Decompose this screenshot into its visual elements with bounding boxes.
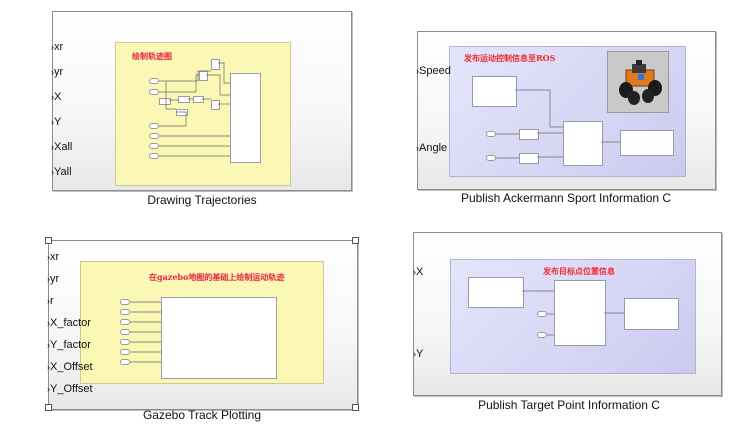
drawing-port-yr[interactable]: ›yr [51, 66, 64, 78]
drawing-inport-3 [149, 123, 159, 129]
drawing-inport-6 [149, 153, 159, 159]
drawing-small-box-7 [176, 109, 188, 116]
gazebo-port-yr[interactable]: ›yr [47, 273, 60, 285]
drawing-small-box-3 [159, 98, 171, 105]
gazebo-inner-title: 在gazebo地图的基础上绘制运动轨迹 [149, 272, 285, 282]
drawing-caption: Drawing Trajectories [147, 193, 257, 207]
drawing-small-box-5 [193, 96, 204, 103]
gazebo-port-y-factor[interactable]: ›Y_factor [47, 339, 91, 351]
target-inport-2 [537, 332, 547, 338]
port-arrow-icon: › [413, 349, 416, 359]
port-arrow-icon: › [416, 66, 419, 76]
port-arrow-icon: › [47, 252, 50, 262]
ackermann-gain-2 [519, 153, 539, 164]
gazebo-caption: Gazebo Track Plotting [142, 408, 262, 422]
drawing-wires [159, 62, 230, 157]
target-port-y[interactable]: ›Y [413, 348, 424, 360]
block-gazebo-track-plotting[interactable]: 在gazebo地图的基础上绘制运动轨迹 [48, 240, 358, 410]
target-port-x[interactable]: ›X [413, 266, 424, 278]
drawing-port-xr[interactable]: ›xr [51, 41, 64, 53]
port-arrow-icon: › [416, 143, 419, 153]
drawing-port-y[interactable]: ›Y [51, 116, 62, 128]
selection-handle-bl[interactable] [45, 404, 52, 411]
port-arrow-icon: › [51, 142, 54, 152]
drawing-small-box-6 [211, 100, 220, 110]
gazebo-port-x-factor[interactable]: ›X_factor [47, 317, 91, 329]
ackermann-inport-2 [486, 155, 496, 161]
ackermann-annotation-area: 发布运动控制信息至ROS [449, 46, 686, 177]
target-inner-title: 发布目标点位置信息 [543, 266, 615, 276]
selection-handle-tr[interactable] [352, 237, 359, 244]
port-arrow-icon: › [47, 318, 50, 328]
port-arrow-icon: › [47, 362, 50, 372]
drawing-port-yall[interactable]: ›Yall [51, 166, 72, 178]
drawing-inport-2 [149, 89, 159, 95]
ackermann-box-center [563, 121, 603, 166]
drawing-inport-5 [149, 143, 159, 149]
gazebo-main-box [161, 297, 277, 379]
port-arrow-icon: › [413, 267, 416, 277]
drawing-inner-title: 绘制轨迹图 [132, 51, 172, 61]
gazebo-inport-7 [120, 359, 130, 365]
block-publish-ackermann[interactable]: 发布运动控制信息至ROS [417, 31, 716, 190]
drawing-port-xall[interactable]: ›Xall [51, 141, 73, 153]
target-caption: Publish Target Point Information C [478, 398, 660, 412]
gazebo-port-y-offset[interactable]: ›Y_Offset [47, 383, 93, 395]
gazebo-port-x-offset[interactable]: ›X_Offset [47, 361, 93, 373]
drawing-inport-4 [149, 133, 159, 139]
gazebo-inport-5 [120, 339, 130, 345]
gazebo-port-r[interactable]: ›r [47, 295, 54, 307]
drawing-annotation-area: 绘制轨迹图 [115, 42, 291, 186]
gazebo-port-xr[interactable]: ›xr [47, 251, 60, 263]
port-arrow-icon: › [51, 117, 54, 127]
port-arrow-icon: › [47, 274, 50, 284]
gazebo-annotation-area: 在gazebo地图的基础上绘制运动轨迹 [80, 261, 324, 384]
ackermann-box-right [620, 130, 674, 156]
drawing-port-x[interactable]: ›X [51, 91, 62, 103]
target-annotation-area: 发布目标点位置信息 [450, 259, 696, 374]
target-box-right [624, 298, 679, 330]
ackermann-inner-title: 发布运动控制信息至ROS [464, 53, 556, 63]
gazebo-inport-3 [120, 319, 130, 325]
port-arrow-icon: › [47, 384, 50, 394]
port-arrow-icon: › [51, 42, 54, 52]
robot-car-icon [607, 51, 669, 113]
port-arrow-icon: › [51, 167, 54, 177]
target-box-center [554, 280, 606, 346]
port-arrow-icon: › [47, 340, 50, 350]
selection-handle-tl[interactable] [45, 237, 52, 244]
gazebo-inport-2 [120, 309, 130, 315]
drawing-small-box-2 [199, 71, 208, 81]
gazebo-inport-1 [120, 299, 130, 305]
port-arrow-icon: › [51, 92, 54, 102]
ackermann-caption: Publish Ackermann Sport Information C [460, 191, 672, 205]
block-drawing-trajectories[interactable]: 绘制轨迹图 [52, 11, 352, 191]
port-arrow-icon: › [51, 67, 54, 77]
drawing-inport-1 [149, 78, 159, 84]
ackermann-wires [496, 89, 620, 159]
gazebo-wires [130, 301, 161, 363]
ackermann-box-top [472, 76, 517, 107]
drawing-small-box-4 [178, 96, 190, 103]
ackermann-port-speed[interactable]: ›Speed [416, 65, 451, 77]
target-wires [522, 290, 624, 336]
target-box-left [468, 277, 524, 308]
block-publish-target-point[interactable]: 发布目标点位置信息 [413, 232, 722, 396]
port-arrow-icon: › [47, 296, 50, 306]
drawing-mux-box [230, 73, 261, 163]
selection-handle-br[interactable] [352, 404, 359, 411]
ackermann-inport-1 [486, 131, 496, 137]
ackermann-gain-1 [519, 129, 539, 140]
target-inport-1 [537, 311, 547, 317]
gazebo-inport-6 [120, 349, 130, 355]
ackermann-port-angle[interactable]: ›Angle [416, 142, 448, 154]
drawing-small-box-1 [211, 59, 220, 70]
gazebo-inport-4 [120, 329, 130, 335]
